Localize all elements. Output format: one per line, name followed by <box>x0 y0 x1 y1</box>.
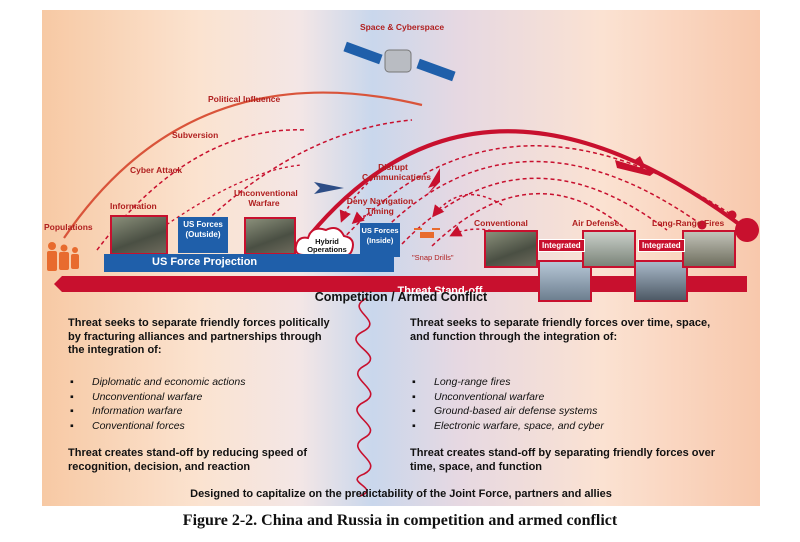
us-force-projection-band: US Force Projection <box>104 254 394 272</box>
footer-note: Designed to capitalize on the predictabi… <box>190 488 612 500</box>
conventional-arrow-2 <box>449 225 498 237</box>
conventional-photo <box>484 230 538 268</box>
list-item: Ground-based air defense systems <box>412 404 604 419</box>
integrated-tag-1: Integrated <box>538 239 585 252</box>
figure-caption: Figure 2-2. China and Russia in competit… <box>182 512 618 529</box>
label-cyber-attack: Cyber Attack <box>130 165 183 175</box>
cyber-arc <box>151 164 303 236</box>
list-item: Conventional forces <box>70 419 246 434</box>
label-unconventional-warfare: Unconventional Warfare <box>234 188 298 208</box>
dashed-arc-1 <box>341 145 737 241</box>
jet-icon <box>314 182 344 194</box>
people-icon <box>47 242 79 271</box>
list-item: Information warfare <box>70 404 246 419</box>
us-forces-inside: US Forces (Inside) <box>360 223 400 257</box>
list-item: Unconventional warfare <box>412 390 604 405</box>
section-heading: Competition / Armed Conflict <box>314 290 488 304</box>
air-defense-photo <box>582 230 636 268</box>
list-item: Unconventional warfare <box>70 390 246 405</box>
label-political-influence: Political Influence <box>208 94 281 104</box>
hybrid-arrow-2 <box>351 211 373 224</box>
us-forces-outside: US Forces (Outside) <box>178 217 228 253</box>
right-bullets: Long-range fires Unconventional warfare … <box>412 375 604 434</box>
unconventional-photo <box>244 217 296 255</box>
integrated-tag-2: Integrated <box>638 239 685 252</box>
us-force-projection-label: US Force Projection <box>152 256 258 268</box>
left-outro: Threat creates stand-off by reducing spe… <box>68 447 307 473</box>
left-bullets: Diplomatic and economic actions Unconven… <box>70 375 246 434</box>
cloud-icon <box>294 227 354 258</box>
label-populations: Populations <box>44 222 93 232</box>
drone-icon <box>414 228 440 238</box>
label-deny-navigation: Deny Navigation Timing <box>346 196 414 216</box>
dashed-arc-4 <box>431 192 628 247</box>
threat-standoff-label: Threat Stand-off <box>397 285 483 297</box>
conventional-arrow-1 <box>432 193 503 218</box>
figure-panel: Space & Cyberspace Political Influence S… <box>42 10 760 506</box>
label-subversion: Subversion <box>172 130 219 140</box>
list-item: Long-range fires <box>412 375 604 390</box>
dashed-arc-2 <box>371 160 707 243</box>
list-item: Diplomatic and economic actions <box>70 375 245 390</box>
submarine-photo <box>634 260 688 302</box>
information-photo <box>110 215 168 255</box>
right-intro: Threat seeks to separate friendly forces… <box>410 317 711 343</box>
hybrid-arrow-1 <box>339 174 378 223</box>
label-snap-drills: "Snap Drills" <box>412 253 454 262</box>
label-space: Space & Cyberspace <box>359 22 445 32</box>
label-long-range-fires: Long-Range Fires <box>652 218 725 228</box>
left-intro: Threat seeks to separate friendly forces… <box>68 317 330 356</box>
label-information: Information <box>110 201 157 211</box>
satellite-icon <box>343 41 456 82</box>
subversion-arc-inner <box>201 119 413 226</box>
label-disrupt-communications: Disrupt Communications <box>362 162 431 182</box>
list-item: Electronic warfare, space, and cyber <box>412 419 604 434</box>
right-outro: Threat creates stand-off by separating f… <box>410 447 716 473</box>
label-air-defense: Air Defense <box>572 218 620 228</box>
long-range-fires-photo <box>682 230 736 268</box>
hybrid-operations-label: Hybrid Operations <box>307 237 347 254</box>
political-influence-arc <box>63 91 423 239</box>
jet-icon <box>426 156 655 196</box>
squiggle-line <box>355 297 372 497</box>
label-conventional: Conventional <box>474 218 528 228</box>
